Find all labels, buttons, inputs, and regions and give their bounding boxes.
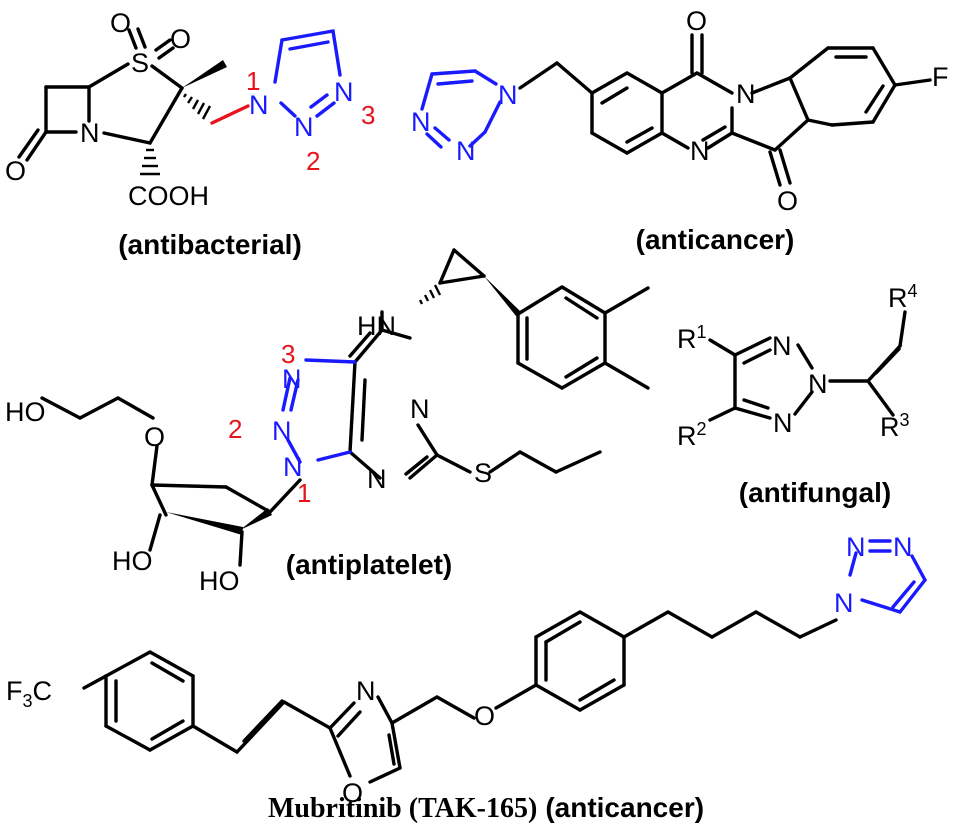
atom-n: N	[410, 394, 430, 424]
atom-n: N	[690, 136, 710, 166]
atom-n: N	[367, 464, 387, 494]
r-group: R3	[880, 410, 910, 442]
atom-cf3: F3C	[6, 676, 52, 711]
caption-antibacterial: (antibacterial)	[118, 229, 302, 260]
atom-n: N	[283, 452, 303, 482]
atom-n: N	[456, 136, 476, 166]
atom-s: S	[131, 48, 149, 78]
caption-antiplatelet: (antiplatelet)	[286, 549, 452, 580]
antibacterial-structure: S O O N O COOH N N N 1 2 3	[5, 8, 375, 211]
ring-number: 1	[246, 66, 260, 96]
atom-n: N	[272, 416, 292, 446]
atom-o: O	[170, 24, 191, 54]
atom-o: O	[686, 6, 707, 36]
ring-number: 1	[297, 478, 311, 508]
caption-mubritinib: Mubritinib (TAK-165)(anticancer)	[268, 792, 704, 824]
atom-o: O	[474, 701, 495, 731]
atom-n: N	[773, 408, 793, 438]
atom-o: O	[5, 156, 26, 186]
atom-n: N	[294, 112, 314, 142]
atom-ho: HO	[112, 546, 153, 576]
atom-n: N	[282, 364, 302, 394]
antiplatelet-structure: HN N N S N N N 3 2 1 HO O HO HO	[5, 248, 650, 596]
atom-cooh: COOH	[128, 181, 209, 211]
anticancer-structure: N N N O N N O F	[411, 6, 949, 216]
antifungal-structure: N N N R1 R2 R3 R4	[677, 281, 918, 451]
ring-number: 2	[306, 146, 320, 176]
atom-n: N	[411, 107, 431, 137]
ring-number: 3	[361, 100, 375, 130]
atom-s: S	[474, 458, 492, 488]
atom-n: N	[80, 118, 100, 148]
atom-ho: HO	[5, 397, 46, 427]
atom-f: F	[932, 62, 949, 92]
atom-n: N	[249, 90, 269, 120]
atom-n: N	[893, 532, 913, 562]
atom-n: N	[356, 676, 376, 706]
atom-o: O	[342, 778, 363, 808]
ring-number: 2	[228, 414, 242, 444]
caption-anticancer: (anticancer)	[636, 224, 795, 255]
atom-o: O	[110, 8, 131, 38]
atom-hn: HN	[357, 311, 396, 341]
atom-o: O	[777, 186, 798, 216]
atom-n: N	[334, 77, 354, 107]
r-group: R4	[888, 281, 918, 313]
atom-n: N	[846, 532, 866, 562]
r-group: R1	[677, 322, 707, 354]
atom-n: N	[498, 80, 518, 110]
ring-number: 3	[281, 339, 295, 369]
atom-n: N	[834, 588, 854, 618]
mubritinib-structure: F3C N O O N N N	[6, 532, 927, 808]
atom-o: O	[144, 422, 165, 452]
r-group: R2	[677, 419, 707, 451]
atom-n: N	[772, 331, 792, 361]
atom-n: N	[736, 79, 756, 109]
atom-ho: HO	[199, 566, 240, 596]
atom-n: N	[808, 369, 828, 399]
caption-antifungal: (antifungal)	[739, 477, 891, 508]
